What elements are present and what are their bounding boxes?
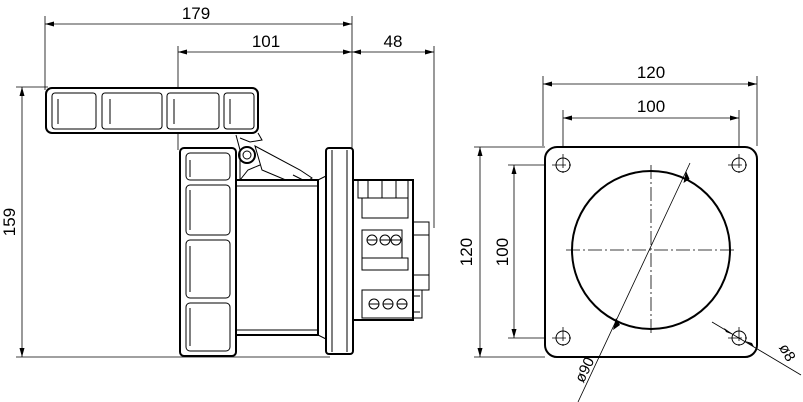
- dimension-hole-diameter-label: ø8: [775, 341, 798, 365]
- dimension-hole-spacing-y: 100: [493, 164, 565, 339]
- dimension-body-depth-label: 101: [252, 32, 280, 51]
- mounting-hole: [728, 154, 750, 176]
- mounting-hole: [552, 327, 574, 349]
- dimension-flange-height-label: 120: [457, 238, 476, 266]
- dimension-body-depth: 101: [177, 32, 352, 150]
- dimension-overall-width: 179: [44, 4, 353, 175]
- front-view: 120 100 120 100: [457, 63, 802, 402]
- hinge: [235, 134, 313, 187]
- dimension-overall-height: 159: [0, 86, 330, 358]
- dimension-flange-height: 120: [457, 146, 545, 358]
- dimension-hole-spacing-y-label: 100: [493, 238, 512, 266]
- dimension-flange-width-label: 120: [637, 63, 665, 82]
- hinged-lid: [45, 87, 263, 143]
- dimension-rear-depth: 48: [352, 32, 435, 228]
- dimension-hole-diameter: ø8: [711, 321, 802, 376]
- rear-terminal-block: [352, 179, 430, 321]
- side-view: 179 101 48 159: [0, 4, 435, 358]
- dimension-cutout-diameter-label: ø90: [572, 355, 599, 386]
- socket-front-ring: [179, 147, 237, 357]
- mounting-flange: [317, 147, 354, 355]
- mounting-hole: [552, 154, 574, 176]
- dimension-rear-depth-label: 48: [384, 32, 403, 51]
- dimension-flange-width: 120: [542, 63, 758, 146]
- dimension-overall-width-label: 179: [182, 4, 210, 23]
- socket-body: [235, 179, 319, 336]
- dimension-hole-spacing-x-label: 100: [637, 97, 665, 116]
- dimension-hole-spacing-x: 100: [562, 97, 740, 158]
- dimension-overall-height-label: 159: [0, 208, 19, 236]
